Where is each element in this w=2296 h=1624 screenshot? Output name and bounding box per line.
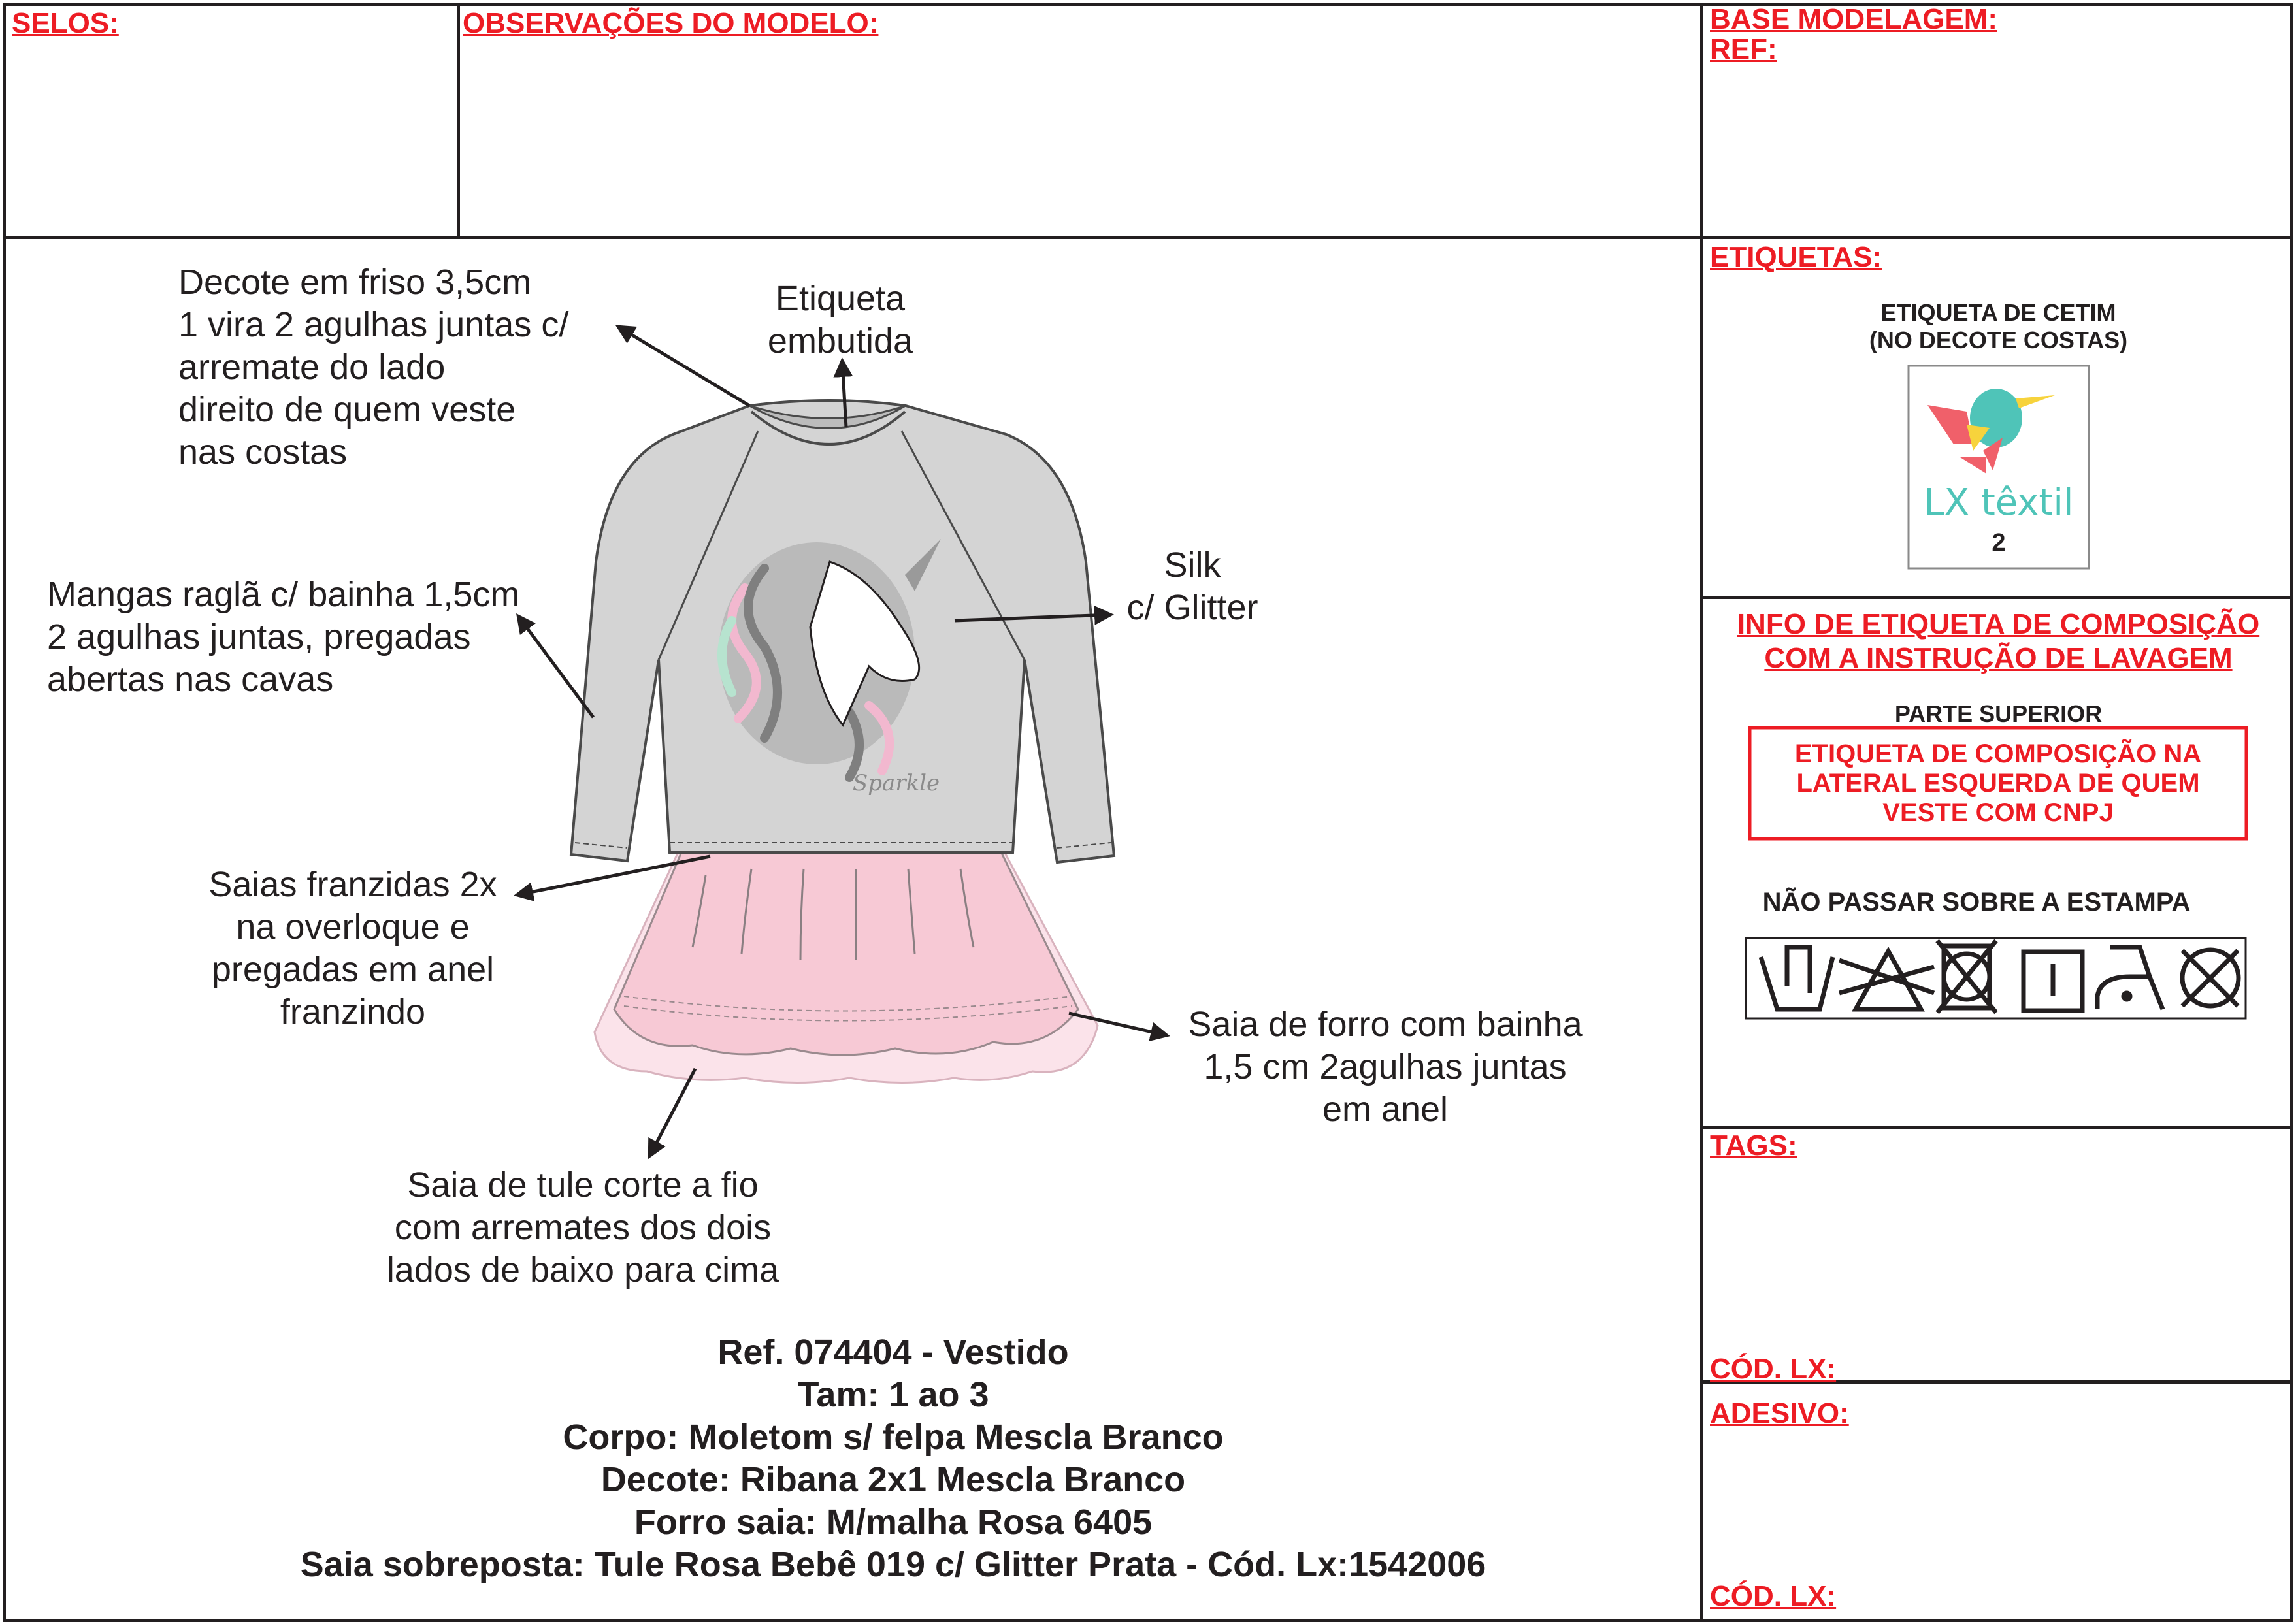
observacoes-heading: OBSERVAÇÕES DO MODELO: (463, 7, 879, 39)
do-not-bleach-icon (1838, 946, 1935, 1012)
do-not-dry-clean-icon (2180, 947, 2241, 1009)
divider-etiquetas (1700, 596, 2293, 599)
line-dry-icon (2021, 949, 2085, 1013)
satin-label-caption: ETIQUETA DE CETIM(NO DECOTE COSTAS) (1869, 299, 2128, 353)
parte-superior-label: PARTE SUPERIOR (1894, 700, 2103, 727)
border-bottom (3, 1619, 2293, 1622)
nao-passar-label: NÃO PASSAR SOBRE A ESTAMPA (1762, 888, 2191, 917)
adesivo-heading: ADESIVO: (1710, 1397, 1849, 1429)
ref-heading: REF: (1710, 33, 1777, 65)
divider-adesivo (1700, 1380, 2293, 1384)
divider-selos (457, 3, 460, 238)
divider-tags (1700, 1126, 2293, 1129)
selos-heading: SELOS: (12, 7, 119, 39)
lining-skirt (613, 848, 1079, 1056)
base-modelagem-heading: BASE MODELAGEM: (1710, 3, 1997, 35)
border-left (3, 3, 6, 1622)
label-size-text: 2 (1992, 529, 2006, 557)
divider-top-row (3, 236, 2293, 239)
border-right (2290, 3, 2293, 1622)
cod-lx-tags: CÓD. LX: (1710, 1353, 1837, 1385)
iron-low-icon (2095, 945, 2165, 1011)
composition-label-box (1748, 726, 2248, 841)
unicorn-print: Sparkle (717, 539, 941, 796)
border-top (3, 3, 2293, 6)
etiquetas-heading: ETIQUETAS: (1710, 241, 1882, 273)
tags-heading: TAGS: (1710, 1129, 1797, 1161)
hand-wash-icon (1758, 945, 1835, 1012)
cod-lx-adesivo: CÓD. LX: (1710, 1580, 1837, 1612)
annotation-arrows (514, 325, 1170, 1160)
hummingbird-logo (1927, 389, 2055, 474)
do-not-tumble-dry-icon (1935, 939, 1998, 1015)
label-brand-text: LX têxtil (1924, 481, 2074, 524)
divider-right-column (1700, 3, 1703, 1622)
sparkle-print-text: Sparkle (853, 770, 940, 796)
